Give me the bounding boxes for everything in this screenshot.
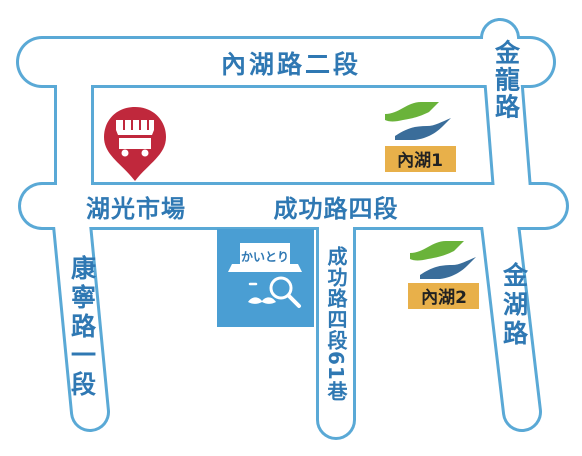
station-badge-neihu1: 內湖1 — [385, 146, 456, 172]
station-label-neihu2: 內湖2 — [421, 288, 467, 308]
shop-marker: かいとり — [217, 229, 314, 327]
landmark-label-market: 湖光市場 — [86, 195, 186, 223]
road-label-kangning-rd-sec1: 康寧路一段 — [68, 254, 97, 400]
road-label-lane61: 成功路四段61巷 — [324, 245, 348, 402]
road-label-jinhu-rd: 金湖路 — [500, 261, 530, 349]
road-label-neihu-rd-sec2: 內湖路二段 — [221, 50, 361, 79]
detective-magnifier-icon — [248, 276, 301, 308]
road-label-jinlong-rd: 金龍路 — [492, 39, 522, 121]
mrt-logo-icon — [385, 102, 451, 140]
market-stall-pin-icon — [104, 107, 166, 181]
station-label-neihu1: 內湖1 — [397, 151, 443, 171]
shop-sign-text: かいとり — [241, 250, 289, 264]
station-badge-neihu2: 內湖2 — [408, 283, 479, 309]
road-label-chenggong-rd-sec4: 成功路四段 — [274, 195, 399, 223]
mrt-logo-icon — [410, 241, 476, 279]
road-fills — [19, 21, 566, 437]
